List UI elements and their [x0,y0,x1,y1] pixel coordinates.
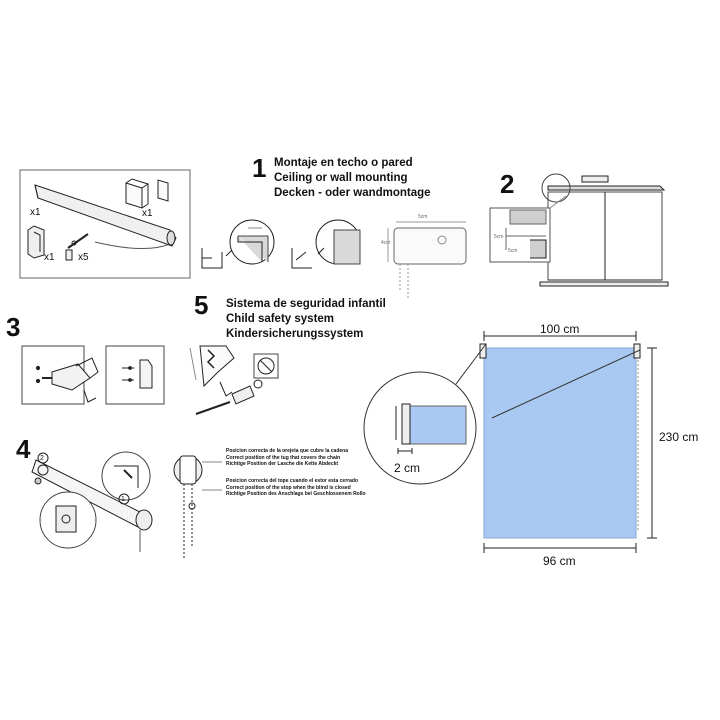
step5-line-de: Kindersicherungssystem [226,328,364,340]
step5-text: Sistema de seguridad infantil Child safe… [226,297,386,342]
step4-marker-b: 1 [121,496,125,503]
dimension-bottom-width: 96 cm [543,554,576,568]
step1-number: 1 [252,153,267,183]
note-tug-es: Posicion correcta de la orejeta que cubr… [226,448,348,454]
screws-drawing [65,233,89,261]
step5-line-es: Sistema de seguridad infantil [226,298,386,310]
step1-width-label: 5cm [418,214,428,220]
step1-line-es: Montaje en techo o pared [274,157,413,169]
note-stop-es: Posicion correcta del tope cuando el est… [226,478,358,484]
step1-height-label: 4cm [381,240,391,246]
step1-bracket-detail [201,219,275,269]
qty-bracket-right: x1 [142,208,153,219]
step5-anchor-screw [195,379,263,415]
step2-label-a: 5cm [494,234,504,240]
qty-bar: x1 [30,207,41,218]
note-tug-en: Correct position of the tug that covers … [226,454,341,461]
step2-zoom-detail [489,195,567,263]
step1-line-de: Decken - oder wandmontage [274,187,431,199]
step5-no-sign [253,353,279,379]
step2-number: 2 [500,169,515,199]
step2-label-b: 5cm [508,248,518,254]
note-stop: Posicion correcta del tope cuando el est… [226,478,366,498]
step2-window-drawing [539,173,669,287]
dimension-height: 230 cm [659,430,699,444]
step5-number: 5 [194,290,209,320]
step3-drill-panel [21,345,99,405]
note-stop-de: Richtige Position des Anschlags bei Gesc… [226,491,366,497]
qty-screws: x5 [78,252,89,263]
note-tug-de: Richtige Position der Lasche die Kette A… [226,461,339,467]
step5-line-en: Child safety system [226,313,335,325]
roller-bar-drawing [34,184,177,249]
marker-circle-b [118,493,130,505]
note-tug: Posicion correcta de la orejeta que cubr… [226,448,348,468]
blind-drawing [455,331,657,553]
step1-text: Montaje en techo o pared Ceiling or wall… [274,156,431,201]
step4-marker-a: 2 [40,455,44,462]
step4-bar-drawing [31,451,153,552]
contents-box [19,169,191,279]
step1-line-en: Ceiling or wall mounting [274,172,408,184]
step5-chain-bracket [189,345,235,397]
step1-ceiling-detail [291,219,361,269]
step1-blind-top-view [387,221,467,300]
step3-number: 3 [6,312,21,342]
qty-bracket-left: x1 [44,252,55,263]
step3-bracket-panel [105,345,165,405]
bracket-drawing-left [27,225,45,259]
blind-detail-zoom [363,371,477,485]
note-stop-en: Correct position of the stop when the bl… [226,484,351,491]
marker-circle-a [37,452,49,464]
step4-chain-drawing [173,455,222,560]
blind-fabric [483,347,637,539]
dimension-top-width: 100 cm [540,322,580,336]
bracket-drawing-right [125,178,169,209]
step4-number: 4 [16,434,31,464]
dimension-detail: 2 cm [394,461,421,475]
